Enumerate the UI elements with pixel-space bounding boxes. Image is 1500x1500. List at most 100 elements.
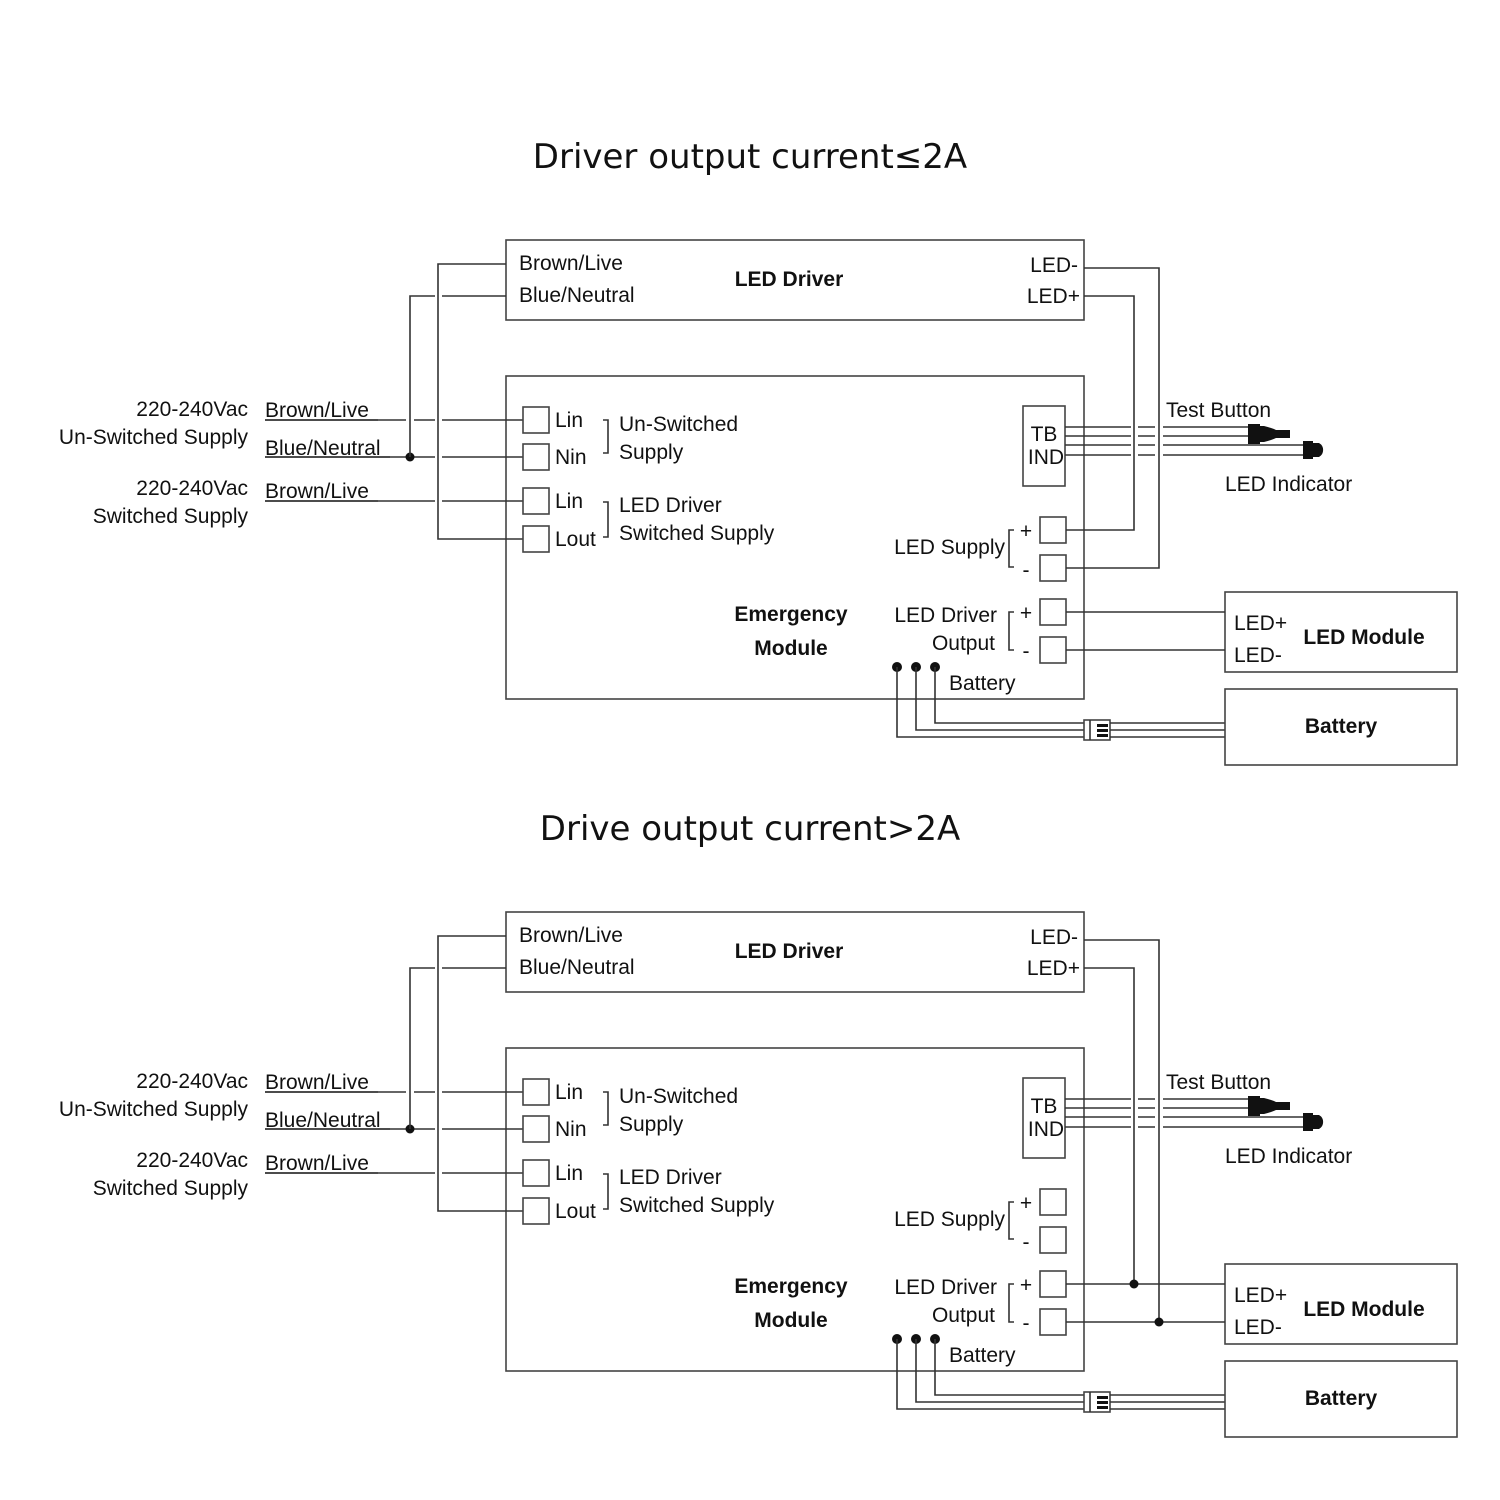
led-module-pin-plus: LED+ [1234, 1284, 1287, 1307]
plus-sign: + [1020, 1192, 1032, 1215]
wire-label-switched-live: Brown/Live [265, 1152, 369, 1175]
led-module-pin-minus: LED- [1234, 1316, 1282, 1339]
wire-label-brown-live: Brown/Live [265, 399, 369, 422]
wire-driver-minus-to-module [1084, 939, 1160, 1322]
battery-wire [896, 1339, 1084, 1410]
group-label-led-driver: LED Driver [619, 494, 722, 517]
led-module-label: LED Module [1303, 1298, 1424, 1321]
terminal-label-lout: Lout [555, 1200, 596, 1223]
unswitched-supply-label: Un-Switched Supply [59, 1098, 249, 1121]
wire-driver-plus-to-module [1084, 967, 1135, 1284]
led-supply-plus-terminal [1039, 1188, 1067, 1216]
driver-input-neutral: Blue/Neutral [519, 284, 635, 307]
group-label-supply: Supply [619, 1113, 684, 1136]
led-driver-output-label: Output [932, 1304, 995, 1327]
terminal-label-lin: Lin [555, 1081, 583, 1104]
terminal-label-lout: Lout [555, 528, 596, 551]
plus-sign: + [1020, 602, 1032, 625]
wire-neutral-to-driver [409, 295, 435, 457]
driver-output-plus: LED+ [1027, 285, 1080, 308]
wire-label-blue-neutral: Blue/Neutral [265, 437, 381, 460]
led-driver-label: LED Driver [735, 940, 844, 963]
test-button-label: Test Button [1166, 1071, 1271, 1094]
wire-driver-minus-to-supply [1066, 267, 1160, 569]
connector-pin [1097, 1396, 1108, 1399]
battery-wire [915, 1339, 1084, 1403]
minus-sign: - [1023, 559, 1030, 582]
led-indicator-label: LED Indicator [1225, 1145, 1352, 1168]
tb-ind-connector [1022, 405, 1066, 487]
terminal-label-nin: Nin [555, 1118, 587, 1141]
bracket [1008, 529, 1014, 568]
terminal-box [522, 1197, 550, 1225]
led-supply-minus-terminal [1039, 554, 1067, 582]
led-supply-minus-terminal [1039, 1226, 1067, 1254]
terminal-box [522, 1159, 550, 1187]
led-driver-output-label: LED Driver [894, 1276, 997, 1299]
test-button-icon [1248, 1096, 1290, 1116]
driver-output-minus: LED- [1030, 254, 1078, 277]
junction-dot [1154, 1317, 1164, 1327]
led-indicator-icon [1303, 441, 1324, 459]
bracket [1008, 1201, 1014, 1240]
bracket [603, 501, 609, 538]
plus-sign: + [1020, 520, 1032, 543]
led-driver-box [505, 239, 1085, 321]
group-label-supply: Supply [619, 441, 684, 464]
bracket [603, 419, 609, 454]
connector-pin [1097, 729, 1108, 732]
terminal-box [522, 1115, 550, 1143]
bracket [603, 1091, 609, 1126]
group-label-switched-supply: Switched Supply [619, 522, 775, 545]
ind-label: IND [1028, 1118, 1064, 1141]
led-module-pin-minus: LED- [1234, 644, 1282, 667]
led-indicator-label: LED Indicator [1225, 473, 1352, 496]
switched-voltage: 220-240Vac [136, 477, 248, 500]
group-label-led-driver: LED Driver [619, 1166, 722, 1189]
led-driver-output-label: LED Driver [894, 604, 997, 627]
wire-label-brown-live: Brown/Live [265, 1071, 369, 1094]
battery-wire [915, 667, 1084, 731]
led-supply-label: LED Supply [894, 536, 1005, 559]
wire-driver-plus-to-supply [1066, 295, 1135, 531]
diagram-2: Drive output current>2ABrown/LiveBlue/Ne… [59, 809, 1458, 1438]
led-indicator-icon [1303, 1113, 1324, 1131]
switched-voltage: 220-240Vac [136, 1149, 248, 1172]
driver-output-plus-terminal [1039, 1270, 1067, 1298]
minus-sign: - [1023, 640, 1030, 663]
led-driver-box [505, 911, 1085, 993]
battery-box [1224, 1360, 1458, 1438]
bracket [603, 1173, 609, 1210]
battery-wire [896, 667, 1084, 738]
connector-pin [1097, 734, 1108, 737]
wire-label-blue-neutral: Blue/Neutral [265, 1109, 381, 1132]
emergency-module-label: Module [754, 637, 828, 660]
terminal-box [522, 487, 550, 515]
driver-output-plus: LED+ [1027, 957, 1080, 980]
battery-box [1224, 688, 1458, 766]
wire-lout-to-driver [437, 935, 523, 1212]
led-module-box [1224, 1263, 1458, 1345]
group-label-switched-supply: Switched Supply [619, 1194, 775, 1217]
emergency-module-label: Module [754, 1309, 828, 1332]
minus-sign: - [1023, 1312, 1030, 1335]
diagram-1: Driver output current≤2ABrown/LiveBlue/N… [59, 137, 1458, 766]
connector-pin [1097, 1401, 1108, 1404]
connector-pin [1097, 724, 1108, 727]
driver-input-neutral: Blue/Neutral [519, 956, 635, 979]
emergency-module-label: Emergency [734, 603, 848, 626]
wire-neutral-to-driver [409, 967, 435, 1129]
terminal-label-lin: Lin [555, 409, 583, 432]
test-button-label: Test Button [1166, 399, 1271, 422]
tb-ind-connector [1022, 1077, 1066, 1159]
emergency-module-box [505, 1047, 1085, 1372]
battery-terminal-label: Battery [949, 1344, 1016, 1367]
unswitched-voltage: 220-240Vac [136, 398, 248, 421]
battery-label: Battery [1305, 715, 1378, 738]
led-module-box [1224, 591, 1458, 673]
battery-terminal-label: Battery [949, 672, 1016, 695]
wire-lout-to-driver [437, 263, 523, 540]
led-driver-label: LED Driver [735, 268, 844, 291]
terminal-label-lin: Lin [555, 490, 583, 513]
bracket [1008, 1283, 1014, 1323]
